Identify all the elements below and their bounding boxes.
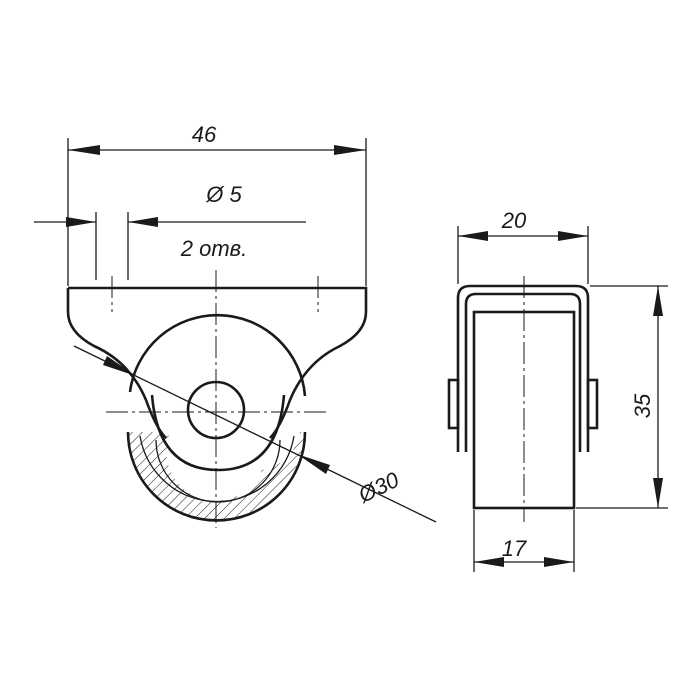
- wheel-section-hatch: [128, 432, 305, 521]
- side-axle-left: [447, 378, 460, 430]
- arrow-17-right: [544, 557, 574, 567]
- arrow-wheel-upper: [103, 356, 136, 376]
- side-bracket-inner: [464, 292, 582, 452]
- arrow-wheel-lower: [297, 454, 330, 474]
- dim-label-46: 46: [192, 122, 217, 147]
- dim-label-wheel-diameter: Ø30: [354, 467, 404, 508]
- arrow-hole-right: [128, 217, 158, 227]
- arrow-46-left: [68, 145, 100, 155]
- bracket-outline: [66, 286, 368, 439]
- side-bracket-outer: [456, 284, 590, 452]
- arrow-35-top: [653, 286, 663, 316]
- arrow-35-bottom: [653, 478, 663, 508]
- arrow-hole-left: [66, 217, 96, 227]
- dim-label-hole-count: 2 отв.: [180, 236, 248, 261]
- wheel-tread-line-inner: [155, 439, 281, 503]
- dim-label-hole-diameter: Ø 5: [205, 182, 242, 207]
- dim-label-17: 17: [502, 536, 527, 561]
- arrow-17-left: [474, 557, 504, 567]
- side-view: 20 35 17: [447, 208, 668, 572]
- dim-label-35: 35: [630, 393, 655, 418]
- wheel-hub-cut: [150, 394, 286, 472]
- side-axle-right: [586, 378, 599, 430]
- front-view: 46 Ø 5 2 отв. Ø30: [34, 122, 437, 528]
- arrow-46-right: [334, 145, 366, 155]
- arrow-20-left: [458, 231, 488, 241]
- arrow-20-right: [558, 231, 588, 241]
- dim-label-20: 20: [501, 208, 527, 233]
